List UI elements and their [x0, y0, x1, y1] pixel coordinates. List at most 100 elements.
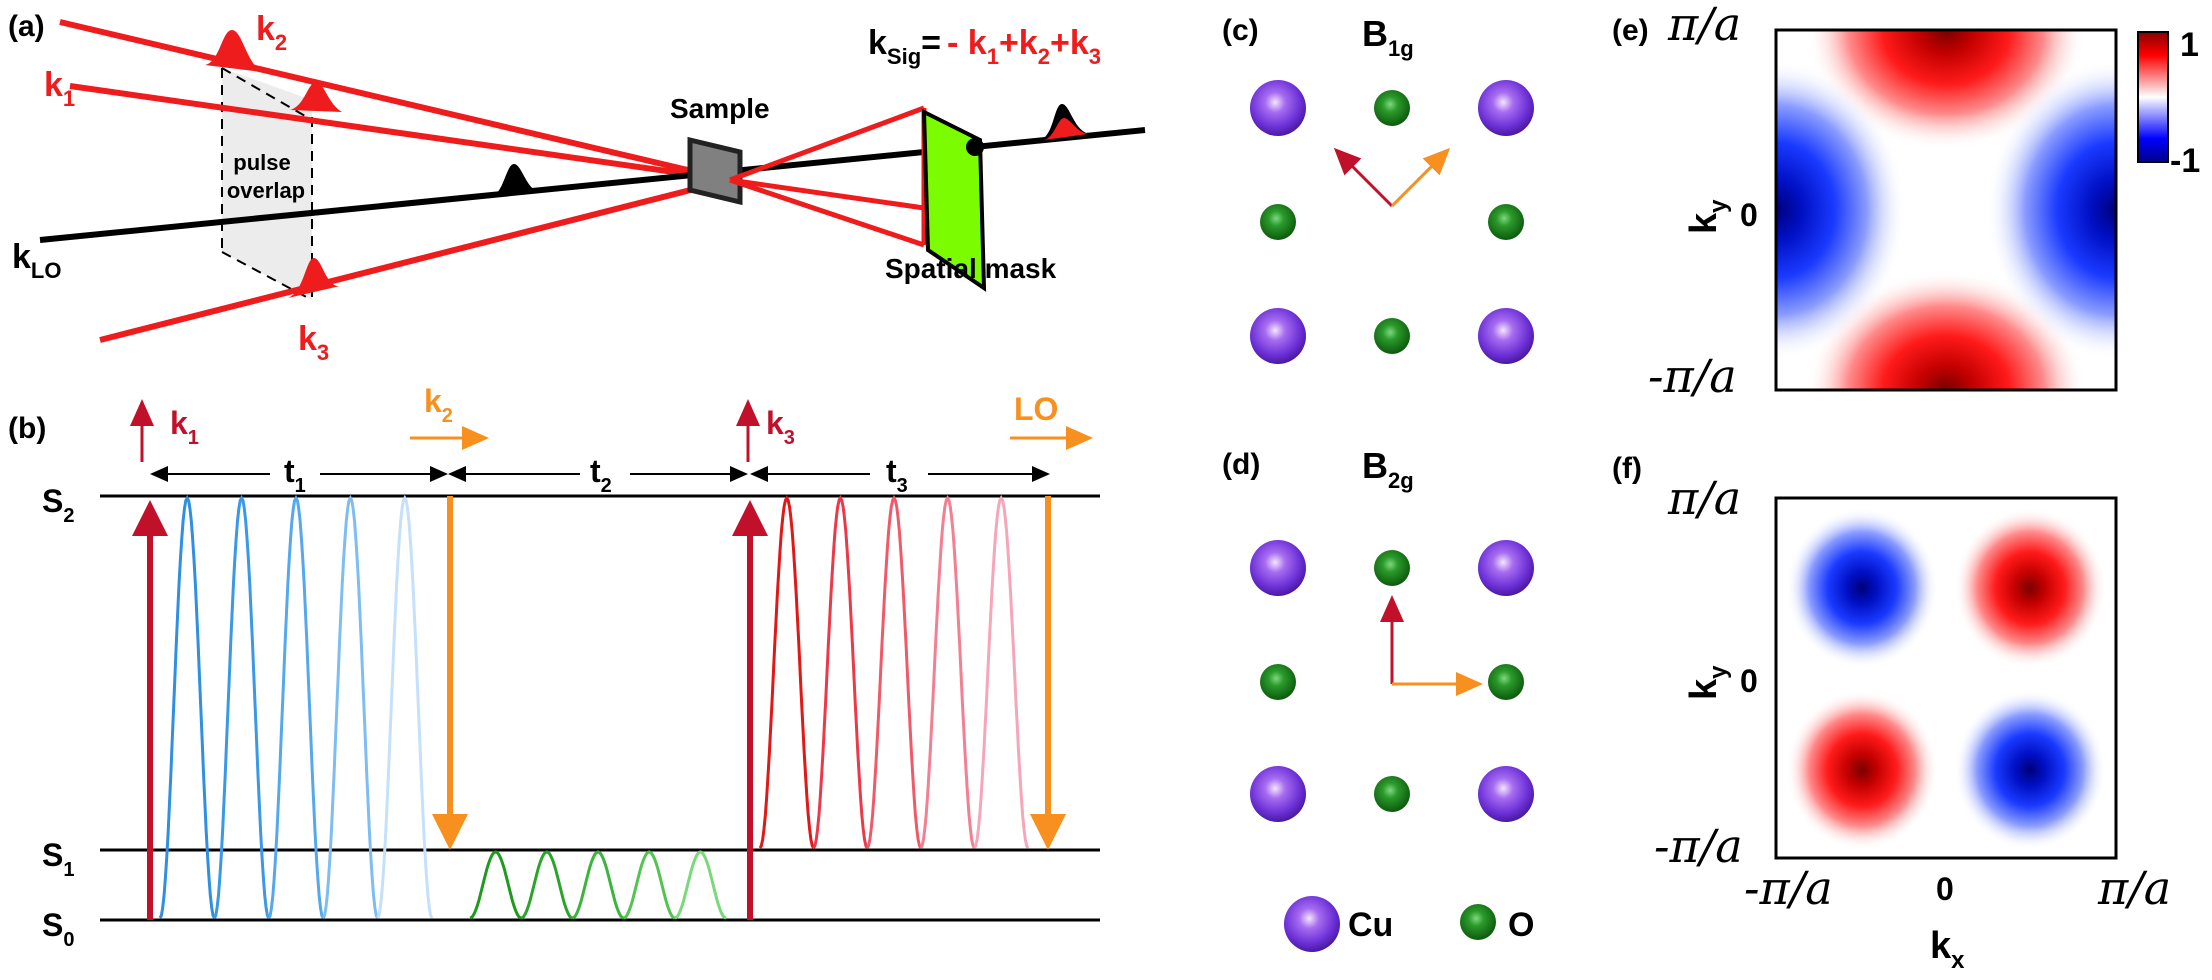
- pulse-k1: [290, 82, 342, 112]
- wave-cycle-green: [520, 850, 573, 920]
- k2-down-arrow-head: [432, 814, 468, 850]
- f-ytick-top: π/a: [1667, 471, 1741, 525]
- beam-k2: [59, 19, 731, 183]
- wave-cycle-blue: [267, 494, 325, 919]
- wave-cycle-green: [623, 850, 676, 920]
- colorbar-max: 1: [2180, 26, 2199, 64]
- e-ytick-top: π/a: [1667, 0, 1741, 51]
- spatial-mask: [921, 108, 987, 292]
- map-e-blue-lobe-left: [1776, 60, 1906, 360]
- panel-c: (c) B1g: [1222, 13, 1534, 364]
- pulse-lo: [490, 164, 540, 198]
- cu-atom: [1478, 766, 1534, 822]
- label-k3: k3: [298, 320, 329, 365]
- wave-cycle-blue: [376, 494, 434, 919]
- f-ytick-mid: 0: [1740, 663, 1758, 699]
- pulse-k3: [288, 258, 340, 298]
- map-e-blue-lobe-right: [1986, 60, 2116, 360]
- o-atom: [1260, 664, 1296, 700]
- panel-a-letter: (a): [8, 10, 45, 43]
- label-s0: S0: [42, 907, 74, 951]
- o-atom: [1488, 204, 1524, 240]
- pulse-signal-red: [1044, 118, 1088, 140]
- ksig-equation: kSig=- k1+k2+k3: [868, 24, 1101, 69]
- b-label-k2: k2: [424, 383, 453, 427]
- label-klo: kLO: [12, 238, 61, 283]
- cu-atom: [1250, 540, 1306, 596]
- o-atom: [1488, 664, 1524, 700]
- panel-f: (f) π/a 0 -π/a ky -π/a 0 π/a kx: [1612, 452, 2171, 974]
- coherence-wave-t3: [758, 495, 1030, 849]
- map-f-red-lobe-bl: [1786, 690, 1938, 850]
- k1-up-arrow-head: [132, 500, 168, 536]
- map-f-lobes: [1786, 508, 2106, 850]
- wave-cycle-green: [571, 850, 625, 920]
- wave-cycle-red: [758, 495, 815, 849]
- coherence-wave-t1: [158, 494, 434, 919]
- pulse-overlap-label-2: overlap: [227, 178, 305, 203]
- lo-down-arrow-head: [1030, 814, 1066, 850]
- colorbar-min: -1: [2170, 142, 2200, 180]
- wave-cycle-blue: [158, 494, 216, 919]
- out-beam-1: [729, 105, 925, 183]
- panel-d: (d) B2g Cu O: [1222, 445, 1534, 952]
- b-label-k3: k3: [766, 405, 795, 449]
- wave-cycle-green: [674, 850, 727, 920]
- out-beam-3: [729, 177, 925, 248]
- beam-k3: [99, 177, 731, 343]
- sample-label: Sample: [670, 93, 770, 124]
- panel-f-letter: (f): [1612, 452, 1642, 485]
- panel-e-letter: (e): [1612, 14, 1649, 47]
- pulse-overlap-label-1: pulse: [233, 150, 290, 175]
- legend-cu-label: Cu: [1348, 906, 1393, 944]
- e-ylabel: ky: [1683, 199, 1732, 234]
- panel-d-title: B2g: [1362, 445, 1414, 493]
- map-e-frame: [1774, 28, 2118, 392]
- map-f-frame: [1774, 496, 2118, 860]
- o-atom: [1374, 550, 1410, 586]
- label-t3: t3: [886, 453, 908, 497]
- pulse-overlap-region: [222, 68, 312, 300]
- wave-cycle-green: [469, 850, 522, 920]
- e-ytick-mid: 0: [1740, 197, 1758, 233]
- label-t1: t1: [284, 453, 306, 497]
- spatial-mask-label: Spatial mask: [885, 253, 1057, 284]
- panel-b: (b) S2 S1 S0 t1 t2 t3 k1 k2 k3 LO: [8, 383, 1100, 951]
- wave-cycle-red: [973, 495, 1030, 849]
- f-ytick-bot: -π/a: [1654, 819, 1743, 873]
- beam-k1: [69, 83, 731, 183]
- coherence-wave-t2: [469, 850, 727, 920]
- f-ylabel: ky: [1683, 665, 1732, 700]
- b1g-displacement-right: [1390, 147, 1451, 208]
- b-label-lo: LO: [1014, 391, 1058, 427]
- label-t2: t2: [590, 453, 612, 497]
- wave-cycle-red: [812, 495, 869, 849]
- cu-atom: [1250, 308, 1306, 364]
- legend-o-marker: [1460, 904, 1496, 940]
- pulse-k2: [205, 30, 262, 72]
- b1g-displacement-left: [1333, 147, 1394, 208]
- map-f-blue-lobe-tl: [1786, 508, 1938, 668]
- wave-cycle-red: [919, 495, 976, 849]
- panel-d-letter: (d): [1222, 448, 1260, 481]
- map-f-blue-lobe-br: [1954, 690, 2106, 850]
- overlap-dash-top: [221, 67, 313, 121]
- panel-b-letter: (b): [8, 412, 46, 445]
- o-atom: [1374, 776, 1410, 812]
- wave-cycle-red: [865, 495, 923, 849]
- label-k1: k1: [44, 66, 75, 111]
- map-f-red-lobe-tr: [1954, 508, 2106, 668]
- panel-c-letter: (c): [1222, 14, 1259, 47]
- f-xtick-mid: 0: [1936, 871, 1954, 907]
- panel-e: (e) π/a 0 -π/a ky 1 -1: [1612, 0, 2200, 403]
- cu-atom: [1478, 540, 1534, 596]
- label-k2: k2: [256, 10, 287, 55]
- cu-atom: [1250, 766, 1306, 822]
- panel-a: (a) pulse overlap k2 k1 k3 kLO Sample: [8, 10, 1146, 365]
- cu-atom: [1478, 308, 1534, 364]
- cu-atom: [1478, 80, 1534, 136]
- o-atom: [1374, 318, 1410, 354]
- f-xtick-right: π/a: [2097, 861, 2171, 915]
- label-s2: S2: [42, 483, 74, 527]
- legend-cu-marker: [1284, 896, 1340, 952]
